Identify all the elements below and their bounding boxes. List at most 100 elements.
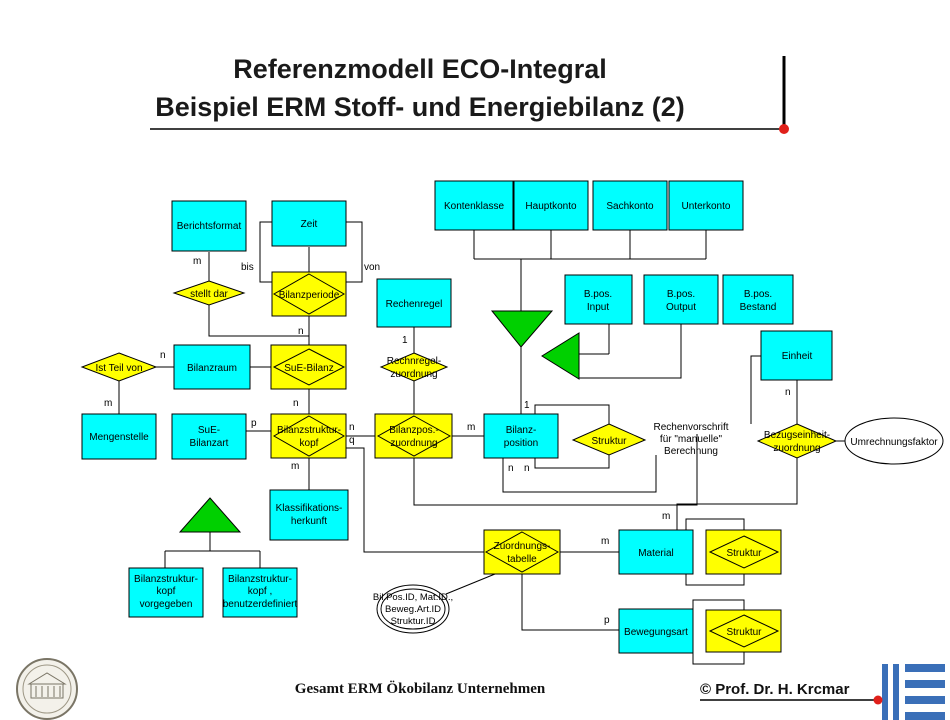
relationship-ist-teil-von[interactable]: Ist Teil von — [80, 352, 158, 382]
svg-text:Output: Output — [666, 302, 696, 313]
attribute-umrechnungsfaktor[interactable]: Umrechnungsfaktor — [844, 417, 944, 465]
relationships: Bilanzperiode stellt dar SuE-Bilanz Ist … — [80, 271, 838, 653]
svg-text:B.pos.: B.pos. — [584, 289, 612, 300]
svg-text:kopf: kopf — [300, 438, 319, 449]
svg-text:SuE-: SuE- — [198, 425, 220, 436]
svg-text:Ist Teil von: Ist Teil von — [95, 363, 142, 374]
relationship-bezugseinheit-zuordnung[interactable]: Bezugseinheit- zuordnung — [756, 423, 838, 459]
entity-hauptkonto[interactable]: Hauptkonto — [513, 180, 589, 231]
svg-text:Unterkonto: Unterkonto — [682, 201, 731, 212]
relationship-struktur-bewegungsart[interactable]: Struktur — [705, 609, 782, 653]
svg-text:Beweg.Art.ID: Beweg.Art.ID — [385, 604, 441, 615]
footer-caption: Gesamt ERM Ökobilanz Unternehmen — [294, 681, 546, 697]
entity-kontenklasse[interactable]: Kontenklasse — [434, 180, 514, 231]
svg-text:tabelle: tabelle — [507, 554, 537, 565]
svg-text:Einheit: Einheit — [782, 351, 813, 362]
entity-rechenregel[interactable]: Rechenregel — [376, 278, 452, 328]
title-line-2: Beispiel ERM Stoff- und Energiebilanz (2… — [155, 92, 685, 122]
svg-text:position: position — [504, 438, 538, 449]
svg-text:kopf: kopf — [157, 586, 176, 597]
svg-text:Bilanzstruktur-: Bilanzstruktur- — [228, 574, 292, 585]
bilanzstrukturkopf-generalization-triangle — [178, 497, 242, 533]
attribute-key-ids[interactable]: Bil.Pos.ID, Mat.ID., Beweg.Art.ID Strukt… — [373, 584, 453, 634]
entity-einheit[interactable]: Einheit — [760, 330, 833, 381]
connections — [118, 221, 846, 665]
cardinality-label: n — [160, 350, 166, 361]
accent-dot — [779, 124, 789, 134]
cardinality-labels: m bis von n n m n 1 p n q m m 1 n n n m … — [104, 256, 791, 626]
entity-berichtsformat[interactable]: Berichtsformat — [171, 200, 247, 252]
relationship-struktur-material[interactable]: Struktur — [705, 529, 782, 575]
entity-sachkonto[interactable]: Sachkonto — [592, 180, 668, 231]
svg-text:Bilanzstruktur-: Bilanzstruktur- — [134, 574, 198, 585]
relationship-zuordnungstabelle[interactable]: Zuordnungs- tabelle — [483, 529, 561, 575]
cardinality-label: p — [604, 615, 610, 626]
svg-text:stellt dar: stellt dar — [190, 289, 228, 300]
cardinality-label: n — [785, 387, 791, 398]
cardinality-label: n — [524, 463, 530, 474]
svg-text:Rechenvorschrift: Rechenvorschrift — [653, 422, 728, 433]
entity-zeit[interactable]: Zeit — [271, 200, 347, 247]
svg-text:Struktur: Struktur — [591, 436, 627, 447]
entities: Berichtsformat Zeit Kontenklasse Hauptko… — [81, 180, 833, 654]
title-line-1: Referenzmodell ECO-Integral — [233, 54, 607, 84]
svg-text:Struktur: Struktur — [726, 627, 762, 638]
svg-text:Rechenregel: Rechenregel — [386, 299, 443, 310]
entity-mengenstelle[interactable]: Mengenstelle — [81, 413, 157, 460]
cardinality-label: m — [467, 422, 475, 433]
relationship-stellt-dar[interactable]: stellt dar — [172, 280, 246, 306]
svg-text:SuE-Bilanz: SuE-Bilanz — [284, 363, 333, 374]
entity-bilanzposition[interactable]: Bilanz-position — [483, 413, 559, 459]
cardinality-label: bis — [241, 262, 254, 273]
entity-bilanzraum[interactable]: Bilanzraum — [173, 344, 251, 390]
svg-text:Rechnregel-: Rechnregel- — [387, 356, 441, 367]
entity-sue-bilanzart[interactable]: SuE-Bilanzart — [171, 413, 247, 460]
entity-bewegungsart[interactable]: Bewegungsart — [618, 608, 694, 654]
cardinality-label: 1 — [524, 400, 530, 411]
cardinality-label: p — [251, 418, 257, 429]
cardinality-label: m — [662, 511, 670, 522]
footer-accent-dot — [873, 695, 883, 705]
cardinality-label: q — [349, 435, 355, 446]
svg-text:Sachkonto: Sachkonto — [606, 201, 654, 212]
entity-bilanzstrukturkopf-benutzerdefiniert[interactable]: Bilanzstruktur-kopf ,benutzerdefiniert — [222, 567, 298, 618]
relationship-rechnregel-zuordnung[interactable]: Rechnregel- zuordnung — [379, 352, 449, 382]
cardinality-label: m — [601, 536, 609, 547]
konten-generalization-triangle — [490, 310, 554, 348]
relationship-bilanzperiode[interactable]: Bilanzperiode — [271, 271, 347, 317]
svg-text:Zuordnungs-: Zuordnungs- — [494, 541, 551, 552]
relationship-sue-bilanz[interactable]: SuE-Bilanz — [270, 344, 347, 390]
entity-bpos-bestand[interactable]: B.pos.Bestand — [722, 274, 794, 325]
entity-klassifikationsherkunft[interactable]: Klassifikations-herkunft — [269, 489, 349, 541]
cardinality-label: von — [364, 262, 380, 273]
annotation-rechenvorschrift: Rechenvorschrift für "manuelle" Berechnu… — [653, 422, 728, 457]
svg-text:Bilanz-: Bilanz- — [506, 425, 537, 436]
entity-material[interactable]: Material — [618, 529, 694, 575]
footer-author: © Prof. Dr. H. Krcmar — [700, 681, 850, 698]
relationship-bilanzpos-zuordnung[interactable]: Bilanzpos.- zuordnung — [374, 413, 453, 459]
svg-text:Mengenstelle: Mengenstelle — [89, 432, 149, 443]
relationship-bilanzstrukturkopf[interactable]: Bilanzstruktur- kopf — [270, 413, 347, 459]
svg-text:Bestand: Bestand — [740, 302, 777, 313]
cardinality-label: 1 — [402, 335, 408, 346]
svg-text:Bilanzstruktur-: Bilanzstruktur- — [277, 425, 341, 436]
svg-text:Umrechnungsfaktor: Umrechnungsfaktor — [850, 437, 938, 448]
svg-text:zuordnung: zuordnung — [390, 438, 437, 449]
entity-bpos-output[interactable]: B.pos.Output — [643, 274, 719, 325]
entity-bpos-input[interactable]: B.pos.Input — [564, 274, 633, 325]
entity-unterkonto[interactable]: Unterkonto — [668, 180, 744, 231]
svg-text:herkunft: herkunft — [291, 516, 327, 527]
cardinality-label: m — [104, 398, 112, 409]
svg-text:Bil.Pos.ID, Mat.ID.,: Bil.Pos.ID, Mat.ID., — [373, 592, 453, 603]
svg-text:Kontenklasse: Kontenklasse — [444, 201, 504, 212]
svg-text:zuordnung: zuordnung — [390, 369, 437, 380]
svg-text:Struktur.ID: Struktur.ID — [391, 616, 436, 627]
svg-text:zuordnung: zuordnung — [773, 443, 820, 454]
svg-text:vorgegeben: vorgegeben — [140, 599, 193, 610]
cardinality-label: m — [193, 256, 201, 267]
bpos-generalization-triangle — [541, 332, 580, 380]
entity-bilanzstrukturkopf-vorgegeben[interactable]: Bilanzstruktur-kopf vorgegeben — [128, 567, 204, 618]
relationship-struktur-bilanzposition[interactable]: Struktur — [571, 423, 647, 456]
